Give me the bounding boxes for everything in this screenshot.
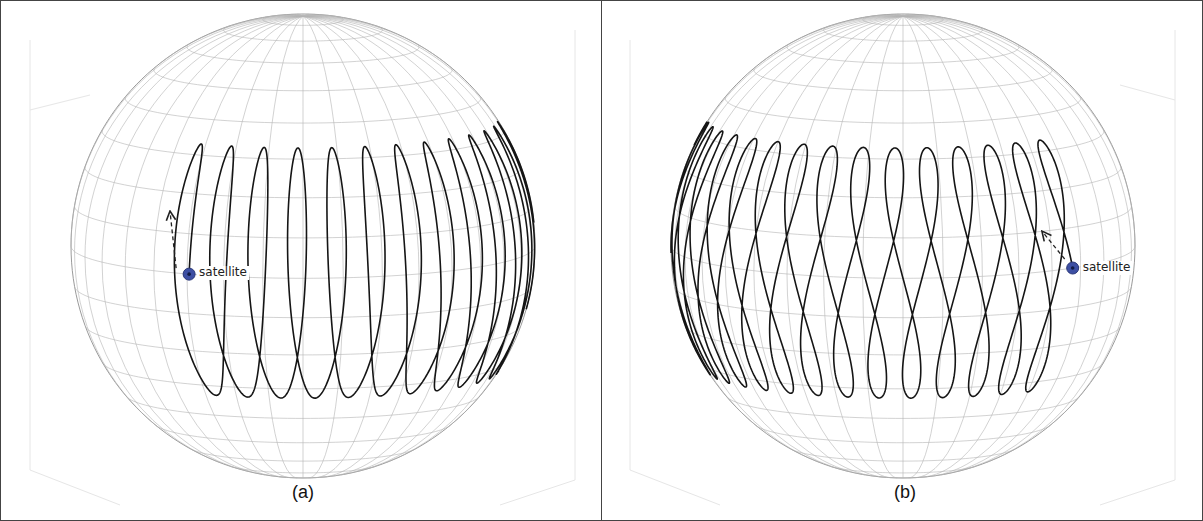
sphere-outline: [671, 14, 1135, 478]
direction-arrow: [1043, 232, 1065, 259]
panel-caption: (b): [894, 482, 916, 503]
globe-panel: [71, 14, 535, 478]
graticule-grid: [71, 14, 535, 478]
direction-arrow: [170, 212, 176, 268]
satellite-label: satellite: [1081, 261, 1133, 275]
panel-caption: (a): [292, 482, 314, 503]
ground-track: [671, 122, 1073, 399]
satellite-core: [1071, 266, 1075, 270]
satellite-label: satellite: [197, 266, 249, 280]
sphere-outline: [71, 14, 535, 478]
panel-divider: [601, 0, 602, 521]
satellite-core: [187, 272, 191, 276]
graticule-grid: [671, 14, 1135, 478]
satellite-dot: [1067, 262, 1079, 274]
ground-track: [174, 122, 534, 399]
satellite-dot: [183, 268, 195, 280]
globe-panel: [671, 14, 1135, 478]
